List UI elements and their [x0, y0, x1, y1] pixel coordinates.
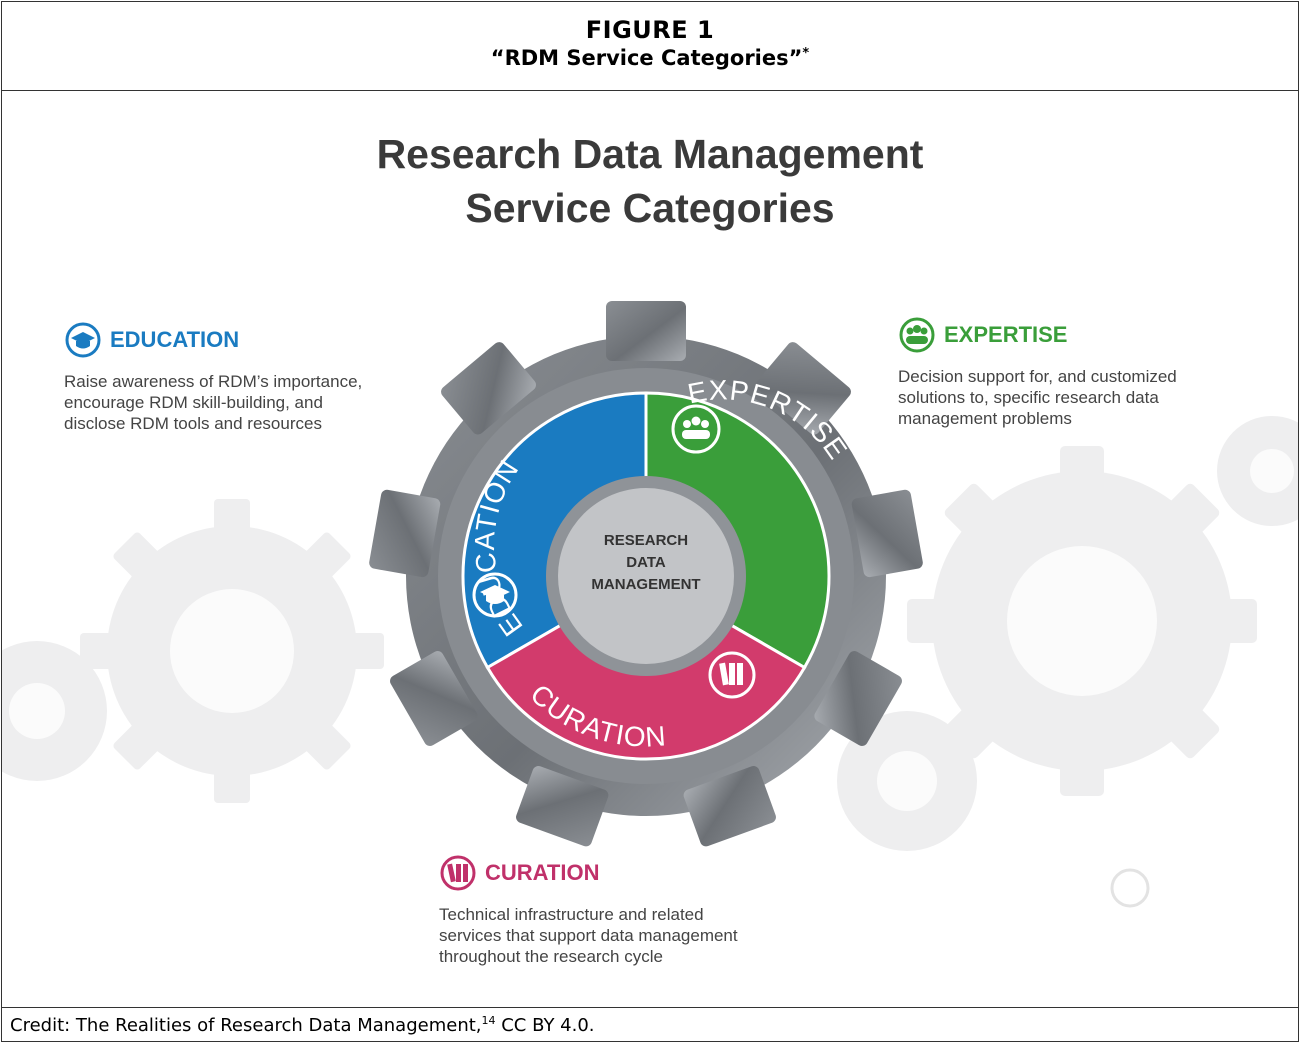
- ring-icon-education: [472, 572, 518, 618]
- diagram-title: Research Data Management Service Categor…: [2, 127, 1298, 235]
- curation-heading: CURATION: [439, 854, 738, 892]
- figure-header: FIGURE 1 “RDM Service Categories”*: [2, 2, 1298, 91]
- expertise-line: solutions to, specific research data: [898, 388, 1159, 407]
- curation-line: services that support data management: [439, 926, 738, 945]
- rdm-diagram: RESEARCH DATA MANAGEMENT EDUCATION EXPER…: [2, 301, 1298, 908]
- diagram-title-line1: Research Data Management: [376, 131, 924, 177]
- figure-title: “RDM Service Categories”*: [2, 46, 1298, 70]
- education-line: encourage RDM skill-building, and: [64, 393, 323, 412]
- curation-description: Technical infrastructure and related ser…: [439, 904, 738, 967]
- education-label: EDUCATION: [110, 327, 240, 352]
- expertise-line: management problems: [898, 409, 1072, 428]
- curation-line: Technical infrastructure and related: [439, 905, 704, 924]
- people-group-icon: [899, 317, 935, 353]
- background-gear-left: [2, 499, 384, 803]
- education-description: Raise awareness of RDM’s importance, enc…: [64, 371, 362, 434]
- education-line: disclose RDM tools and resources: [64, 414, 322, 433]
- hub-label-line2: DATA: [626, 554, 666, 571]
- hub-label-line3: MANAGEMENT: [591, 576, 700, 593]
- ring-icon-expertise: [671, 404, 721, 454]
- expertise-line: Decision support for, and customized: [898, 367, 1177, 386]
- background-gear-right: [837, 416, 1298, 908]
- education-line: Raise awareness of RDM’s importance,: [64, 372, 363, 391]
- credit-license: CC BY 4.0.: [495, 1015, 595, 1036]
- expertise-label: EXPERTISE: [944, 322, 1068, 347]
- curation-block: CURATION Technical infrastructure and re…: [439, 854, 738, 967]
- diagram-title-line2: Service Categories: [465, 185, 835, 231]
- figure-title-mark: *: [802, 46, 810, 61]
- hub-label-line1: RESEARCH: [604, 532, 688, 549]
- expertise-block: EXPERTISE Decision support for, and cust…: [898, 316, 1177, 429]
- figure-content: RESEARCH DATA MANAGEMENT EDUCATION EXPER…: [2, 91, 1298, 1007]
- graduation-cap-icon: [65, 322, 101, 358]
- curation-line: throughout the research cycle: [439, 947, 663, 966]
- figure-footer: Credit: The Realities of Research Data M…: [2, 1007, 1298, 1043]
- credit-text: Credit: The Realities of Research Data M…: [10, 1015, 482, 1036]
- curation-label: CURATION: [485, 860, 600, 885]
- ring-icon-curation: [708, 651, 756, 699]
- hub: [558, 488, 734, 664]
- books-icon: [440, 855, 476, 891]
- education-block: EDUCATION Raise awareness of RDM’s impor…: [64, 321, 362, 434]
- credit-line: Credit: The Realities of Research Data M…: [10, 1014, 595, 1036]
- education-heading: EDUCATION: [64, 321, 362, 359]
- expertise-heading: EXPERTISE: [898, 316, 1177, 354]
- credit-reference: 14: [481, 1014, 496, 1027]
- figure-number: FIGURE 1: [585, 16, 715, 44]
- expertise-description: Decision support for, and customized sol…: [898, 366, 1177, 429]
- figure-title-text: “RDM Service Categories”: [490, 46, 803, 70]
